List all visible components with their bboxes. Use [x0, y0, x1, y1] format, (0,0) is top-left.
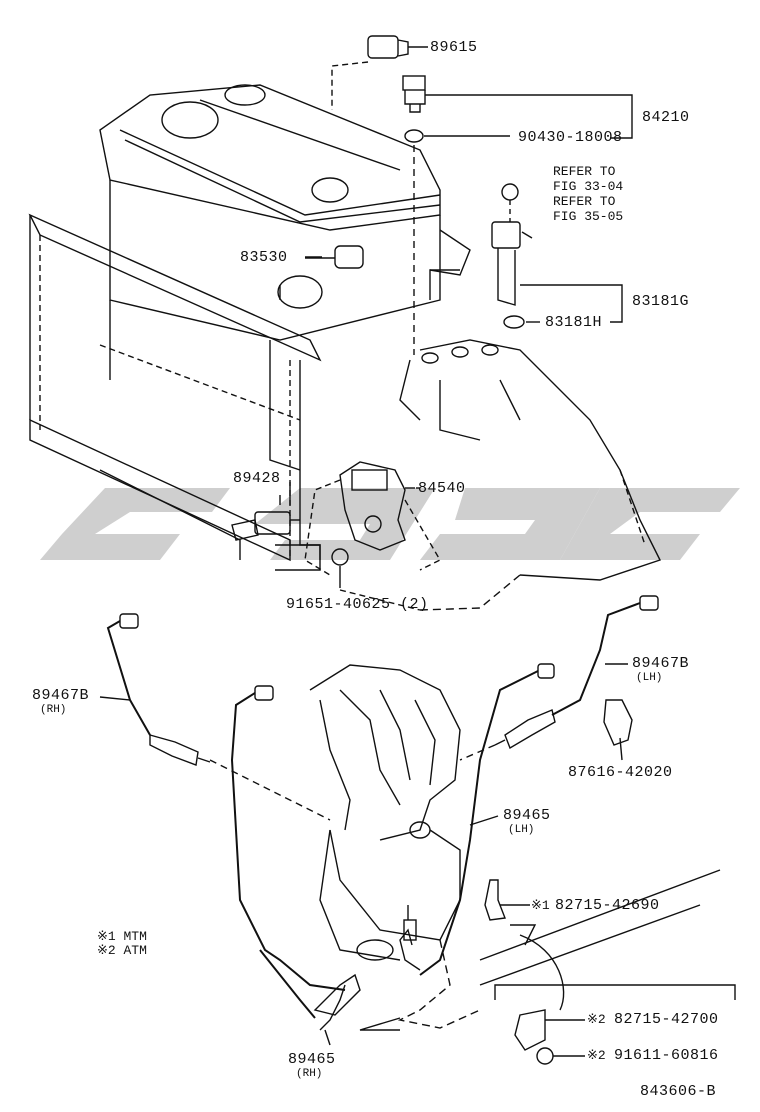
- label-82715-42700: 82715-42700: [614, 1011, 719, 1028]
- label-89467b-rh: 89467B: [32, 687, 90, 704]
- sensor-89428: [231, 495, 300, 541]
- label-83181h: 83181H: [545, 314, 603, 331]
- clamp-87616: [603, 699, 633, 746]
- label-91611-60816: 91611-60816: [614, 1047, 719, 1064]
- sensor-83530: [334, 245, 364, 269]
- label-91651-40625: 91651-40625 (2): [286, 596, 429, 613]
- bolt-refer: [501, 183, 519, 201]
- label-83530: 83530: [240, 249, 288, 266]
- label-89465-lh: 89465: [503, 807, 551, 824]
- neutral-switch-84540: [304, 461, 441, 611]
- sublabel-rh-1: (RH): [40, 704, 67, 716]
- note-star2-82715-42700: ※2: [587, 1012, 606, 1027]
- sublabel-rh-2: (RH): [296, 1068, 323, 1080]
- label-84210: 84210: [642, 109, 690, 126]
- label-fig-35-05: FIG 35-05: [553, 209, 624, 224]
- transmission-case: [399, 269, 661, 611]
- sensor-84210: [402, 75, 426, 91]
- bolt-91611: [536, 1047, 554, 1065]
- gasket-90430: [404, 129, 424, 143]
- note-mtm: ※1 MTM: [97, 929, 147, 944]
- label-83181g: 83181G: [632, 293, 690, 310]
- label-89615: 89615: [430, 39, 478, 56]
- o2-sensor-wiring: [106, 595, 659, 1031]
- label-89467b-lh: 89467B: [632, 655, 690, 672]
- label-refer-to-1: REFER TO: [553, 164, 616, 179]
- drawing-number: 843606-B: [640, 1083, 717, 1100]
- watermark-logo: [40, 488, 740, 560]
- sensor-89615: [367, 35, 399, 59]
- label-89465-rh: 89465: [288, 1051, 336, 1068]
- label-refer-to-2: REFER TO: [553, 194, 616, 209]
- bracket-82715-42690: [484, 879, 506, 921]
- sublabel-lh-2: (LH): [508, 824, 535, 836]
- note-star2-91611-60816: ※2: [587, 1048, 606, 1063]
- label-82715-42690: 82715-42690: [555, 897, 660, 914]
- label-90430-18008: 90430-18008: [518, 129, 623, 146]
- ring-83181h: [503, 315, 525, 329]
- engine-block: [99, 84, 471, 471]
- label-84540: 84540: [418, 480, 466, 497]
- radiator: [28, 213, 322, 571]
- label-fig-33-04: FIG 33-04: [553, 179, 624, 194]
- leader-lines: [99, 46, 628, 1046]
- sensor-83181g: [491, 221, 521, 249]
- note-star1-82715-42690: ※1: [531, 898, 550, 913]
- bracket-parts: [479, 699, 736, 1065]
- note-atm: ※2 ATM: [97, 943, 147, 958]
- exhaust-manifold: [309, 664, 481, 1031]
- bracket-82715-42700: [514, 1009, 546, 1051]
- bolt-91651: [331, 548, 349, 566]
- sublabel-lh-1: (LH): [636, 672, 663, 684]
- top-sensor-group: [305, 35, 633, 355]
- label-87616-42020: 87616-42020: [568, 764, 673, 781]
- label-89428: 89428: [233, 470, 281, 487]
